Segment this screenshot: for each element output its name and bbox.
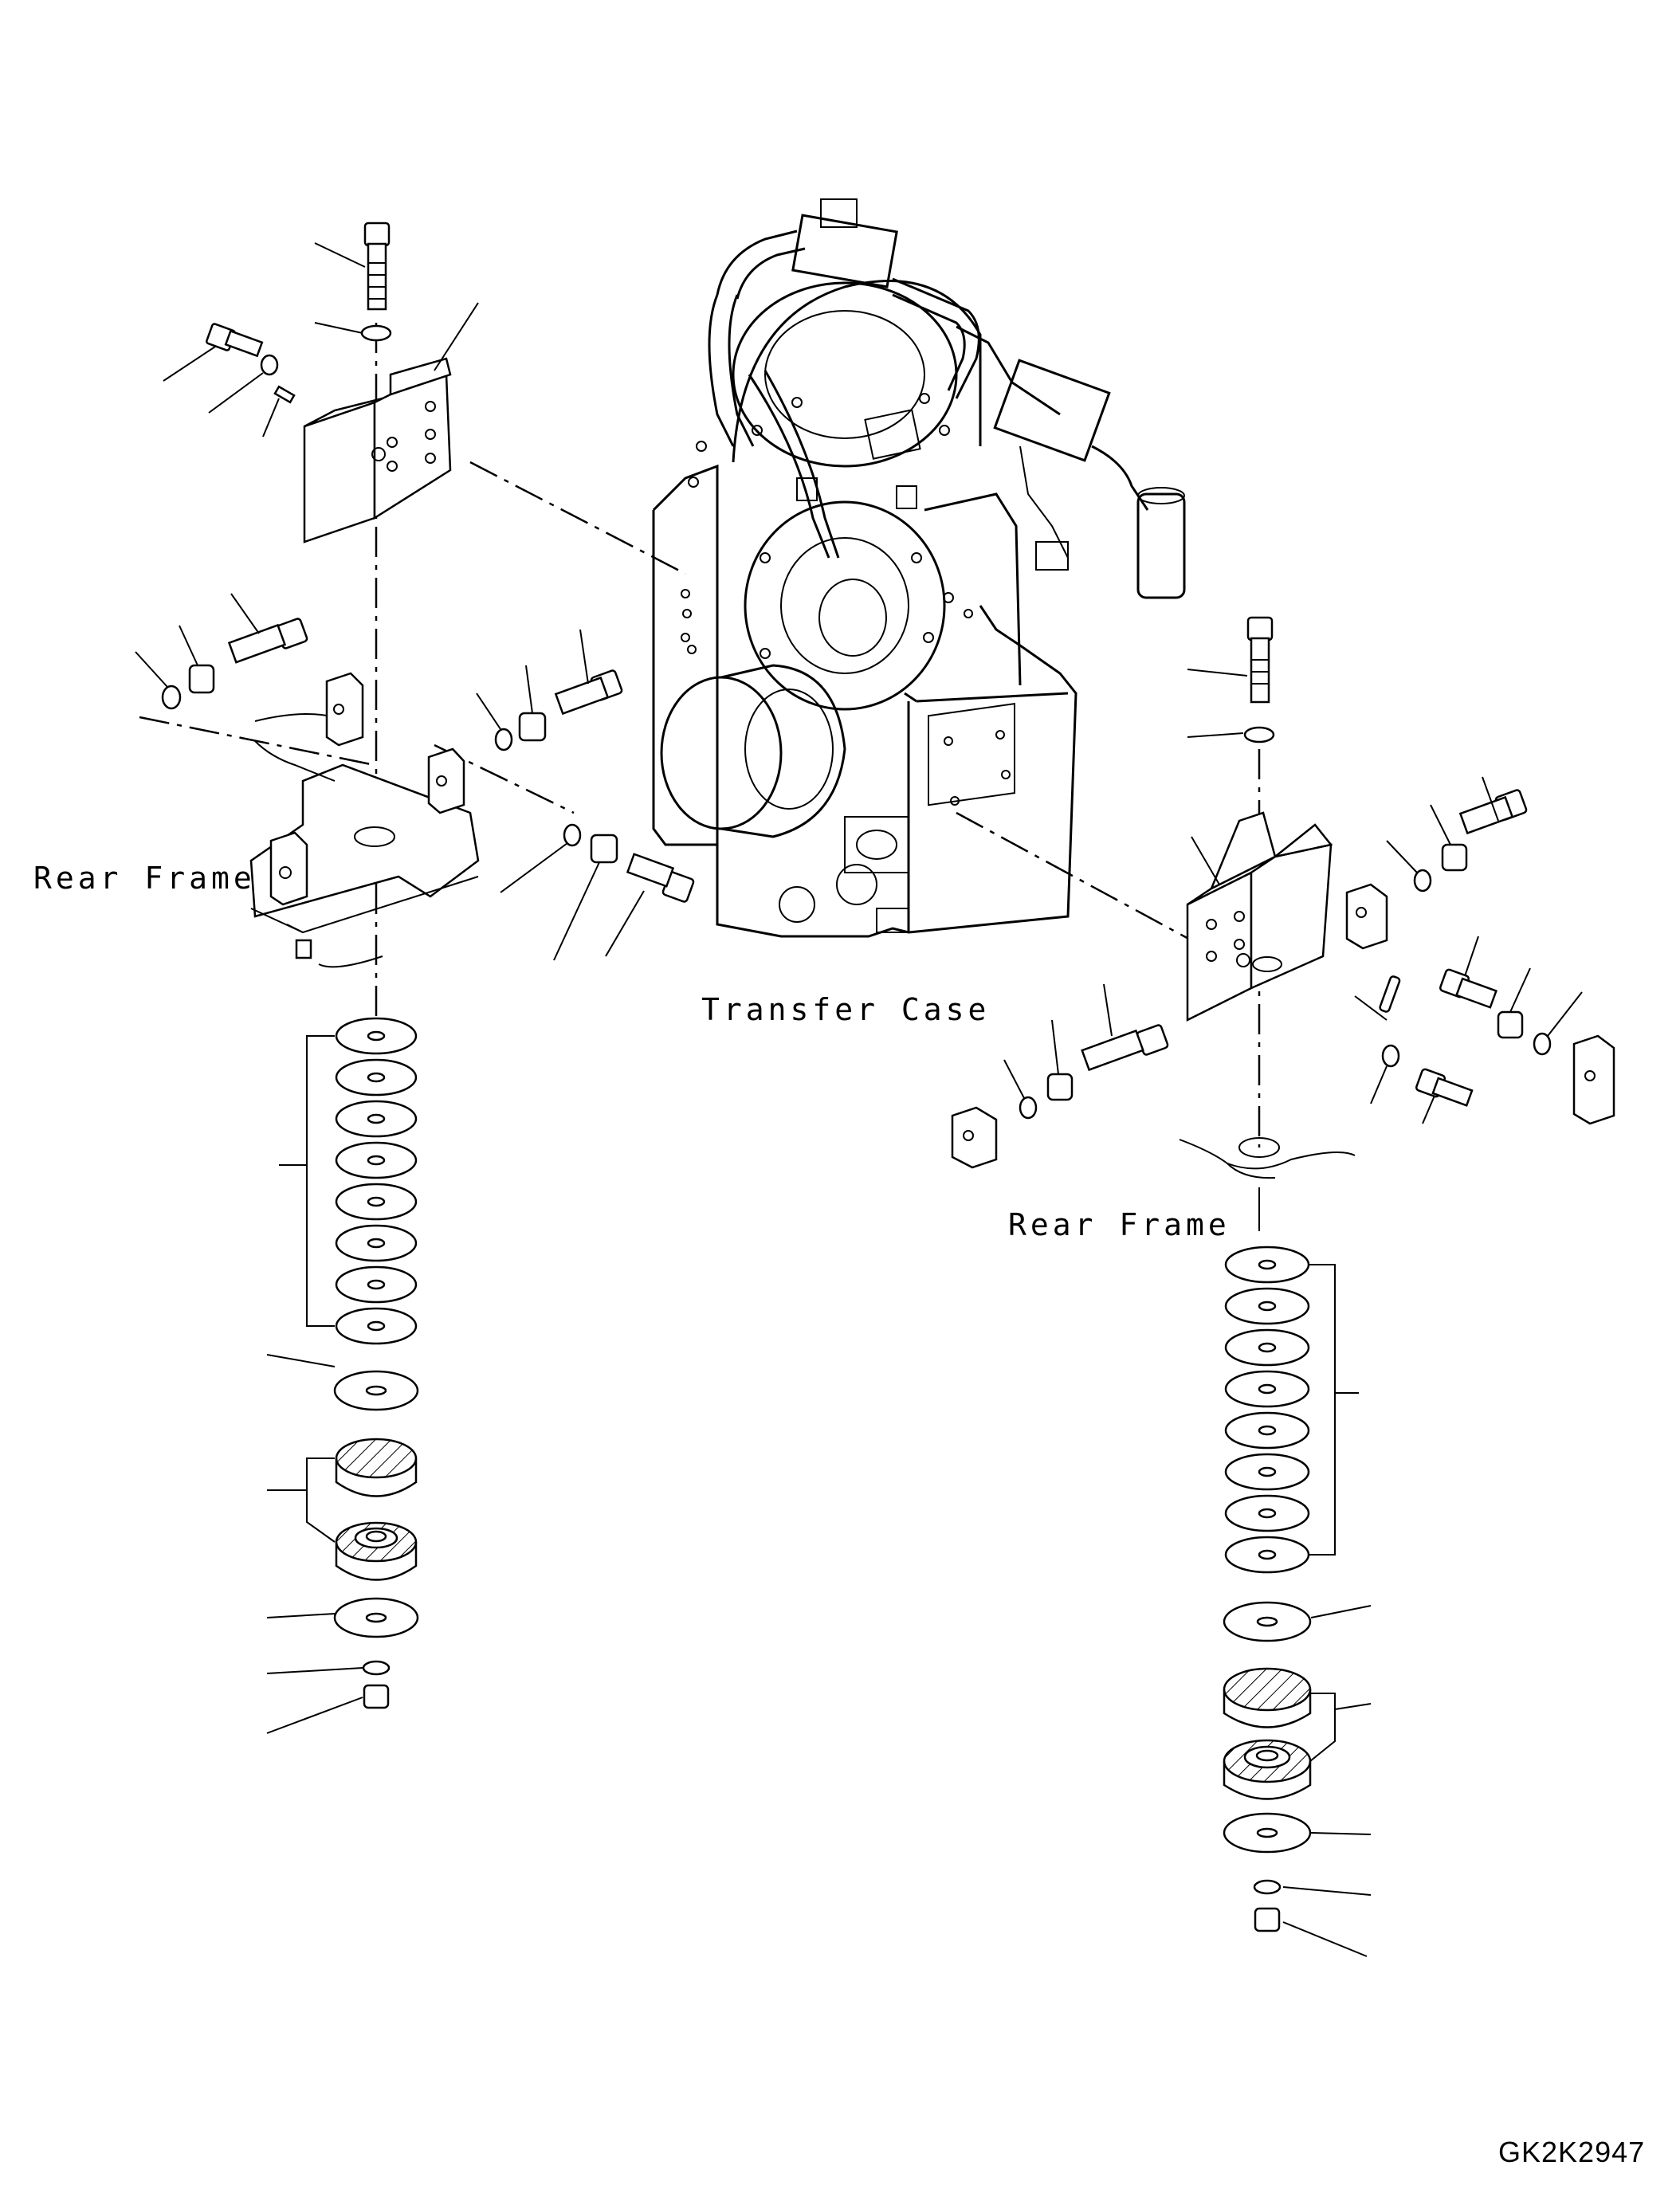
transfer-case-drawing: [652, 198, 1186, 938]
right-fasteners: [951, 776, 1615, 1169]
transfer-case-label: Transfer Case: [701, 992, 991, 1027]
right-rear-frame-surface: [1179, 1137, 1356, 1231]
drawing-code: GK2K2947: [1498, 2136, 1646, 2168]
left-rear-frame: [249, 672, 480, 968]
top-bolt-right: [1187, 616, 1275, 743]
top-bolt-left: [314, 222, 392, 342]
left-mount-stack: [266, 1017, 419, 1734]
small-bolt-left: [163, 323, 296, 437]
upper-left-bracket: [303, 302, 479, 543]
left-fasteners: [135, 593, 695, 961]
rear-frame-label-right: Rear Frame: [1008, 1207, 1231, 1242]
right-mount-stack: [1223, 1246, 1372, 1957]
rear-frame-label-left: Rear Frame: [33, 861, 256, 896]
right-bracket: [1186, 811, 1333, 1022]
